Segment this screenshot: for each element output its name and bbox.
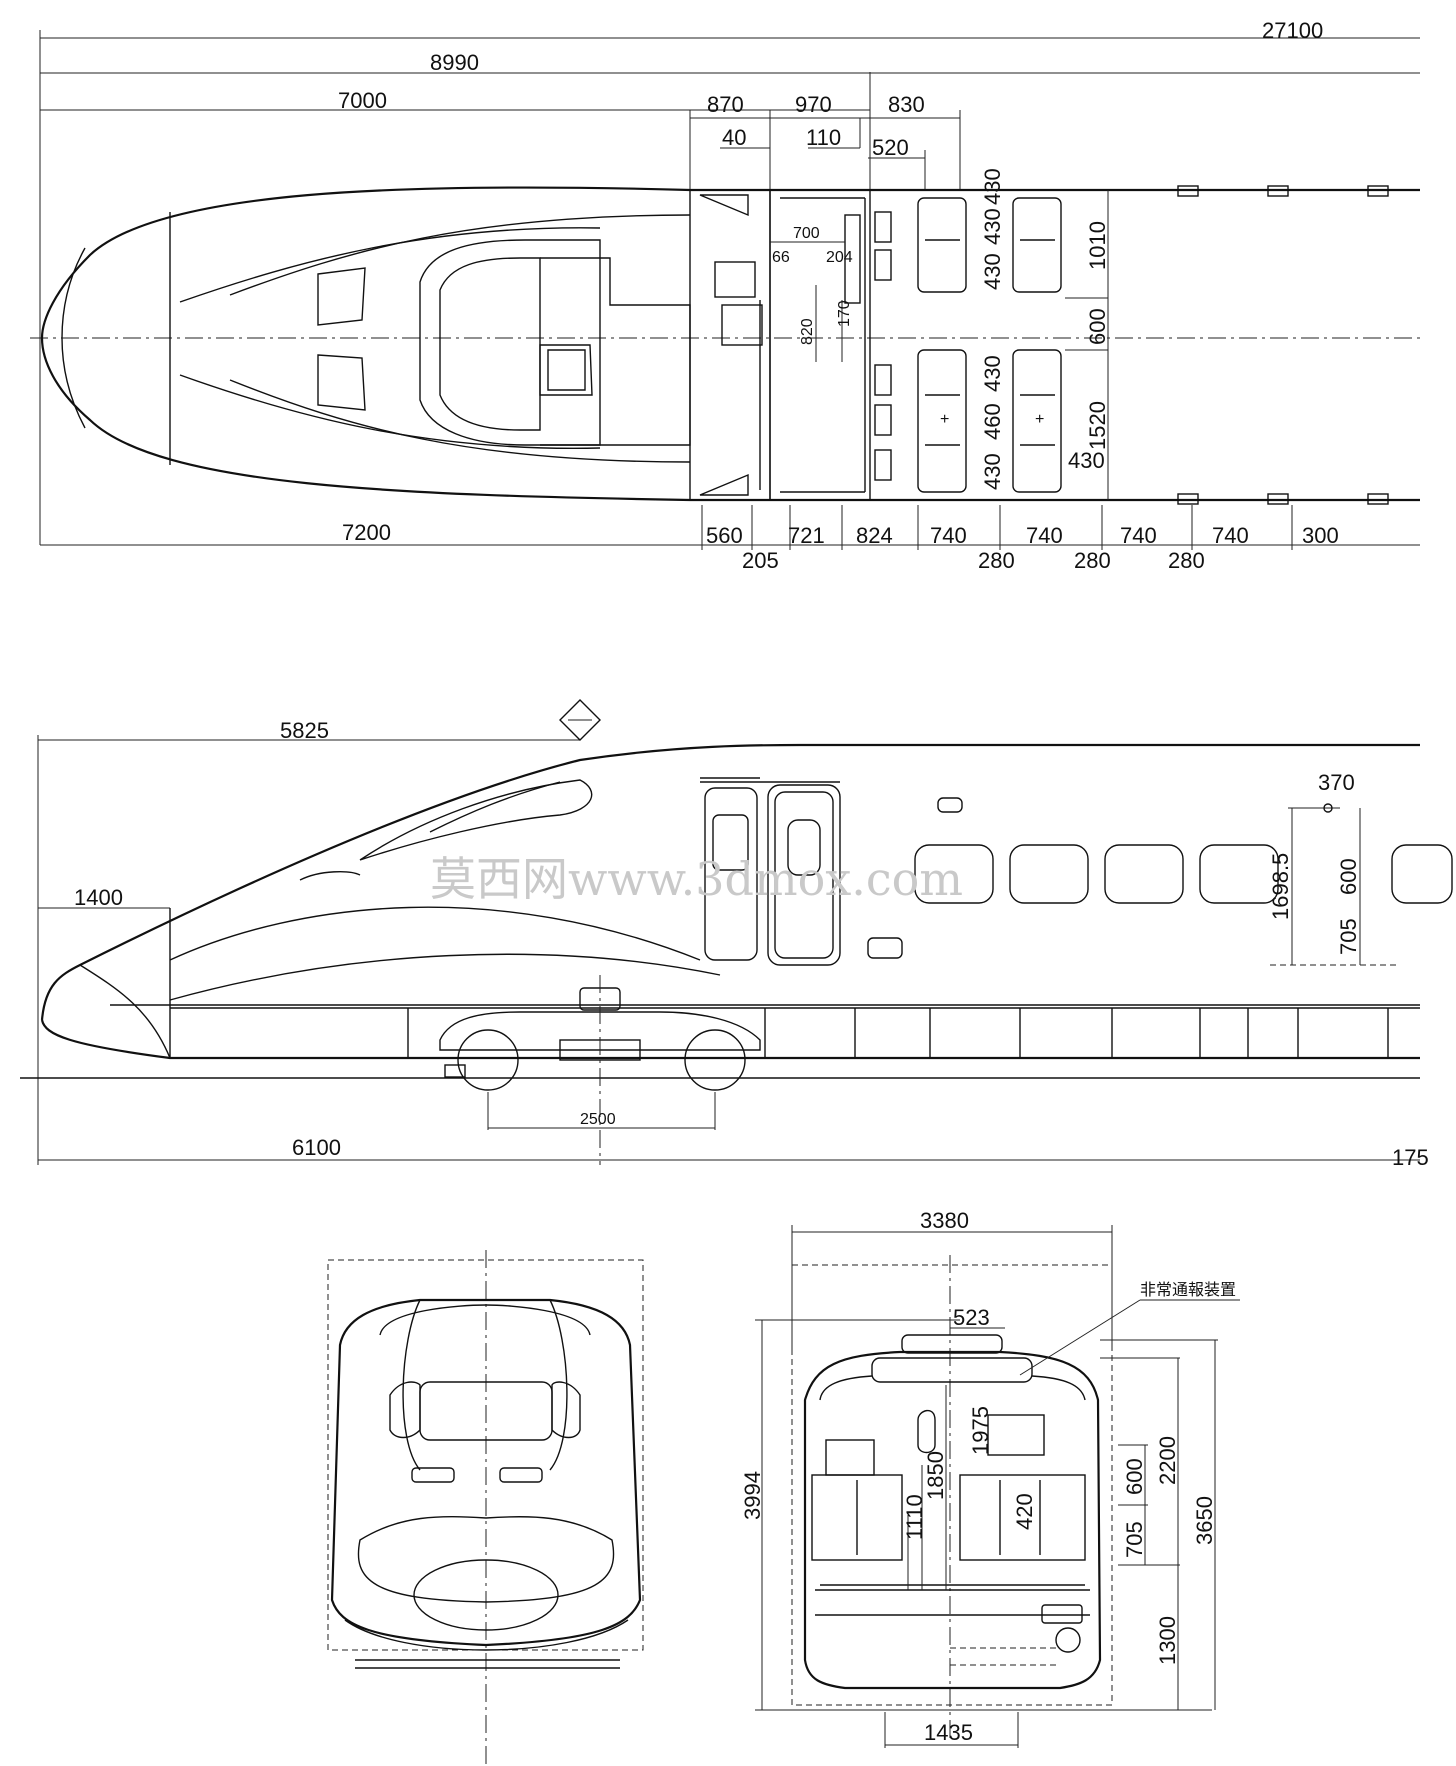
dim-830: 830	[888, 92, 925, 117]
dim-110: 110	[806, 125, 841, 150]
plan-view: 27100 8990 7000 870 970 830 40 110 520	[30, 18, 1420, 573]
dim-175: 175	[1392, 1145, 1429, 1170]
dim-1698-5: 1698.5	[1268, 853, 1293, 920]
wheel-front	[457, 1029, 519, 1091]
dim-280a: 280	[978, 548, 1015, 573]
watermark: 莫西网www.3dmox.com	[430, 852, 963, 906]
dim-740a: 740	[930, 523, 967, 548]
dim-1435: 1435	[924, 1720, 973, 1745]
dim-8990: 8990	[430, 50, 479, 75]
dim-740d: 740	[1212, 523, 1249, 548]
dim-600-section: 600	[1122, 1458, 1147, 1495]
dim-7200: 7200	[342, 520, 391, 545]
section-view: 3380 3994 523 1975 1850 1	[740, 1208, 1240, 1748]
dim-3650: 3650	[1192, 1496, 1217, 1545]
dim-40: 40	[722, 125, 746, 150]
dim-7000: 7000	[338, 88, 387, 113]
side-window-4	[1199, 844, 1279, 904]
svg-text:+: +	[940, 411, 949, 428]
dim-seat-430e: 430	[980, 453, 1005, 490]
dim-705-section: 705	[1122, 1521, 1147, 1558]
dim-600-side: 600	[1336, 858, 1361, 895]
wheel-rear	[684, 1029, 746, 1091]
dim-460: 460	[980, 403, 1005, 440]
side-window-1	[914, 844, 994, 904]
dim-523: 523	[953, 1305, 990, 1330]
seat-group-top	[874, 197, 1062, 293]
dim-560: 560	[706, 523, 743, 548]
dim-2500: 2500	[580, 1111, 616, 1128]
dim-seat-430f: 430	[1068, 448, 1105, 473]
dim-705-side: 705	[1336, 918, 1361, 955]
side-view: 5825 1400	[20, 699, 1453, 1170]
dim-280b: 280	[1074, 548, 1111, 573]
dim-2200: 2200	[1155, 1436, 1180, 1485]
dim-205: 205	[742, 548, 779, 573]
dim-824: 824	[856, 523, 893, 548]
headlight-right	[499, 1467, 543, 1483]
dim-970: 970	[795, 92, 832, 117]
dim-6100: 6100	[292, 1135, 341, 1160]
dim-700: 700	[793, 225, 820, 242]
dim-1850: 1850	[923, 1451, 948, 1500]
emergency-device-label: 非常通報装置	[1140, 1281, 1236, 1299]
dim-1400: 1400	[74, 885, 123, 910]
dim-300: 300	[1302, 523, 1339, 548]
dim-870: 870	[707, 92, 744, 117]
dim-740c: 740	[1120, 523, 1157, 548]
side-window-5	[1391, 844, 1453, 904]
dim-721: 721	[788, 523, 825, 548]
svg-text:+: +	[1035, 411, 1044, 428]
dim-seat-430c: 430	[980, 253, 1005, 290]
dim-66: 66	[772, 249, 790, 266]
dim-3380: 3380	[920, 1208, 969, 1233]
dim-1300: 1300	[1155, 1616, 1180, 1665]
dim-seat-430d: 430	[980, 355, 1005, 392]
dim-820: 820	[799, 318, 816, 345]
dim-1110: 1110	[902, 1494, 927, 1540]
dim-seat-430a: 430	[980, 208, 1005, 245]
dim-520: 520	[872, 135, 909, 160]
front-view	[327, 1250, 644, 1766]
dim-1975: 1975	[968, 1406, 993, 1455]
side-window-2	[1009, 844, 1089, 904]
driver-seat	[539, 344, 593, 396]
dim-280c: 280	[1168, 548, 1205, 573]
dim-seat-430b: 430	[980, 168, 1005, 205]
dim-3994: 3994	[740, 1471, 765, 1520]
dim-1010: 1010	[1085, 221, 1110, 270]
headlight-left	[411, 1467, 455, 1483]
dim-740b: 740	[1026, 523, 1063, 548]
dim-420: 420	[1012, 1493, 1037, 1530]
section-seat-right	[959, 1474, 1086, 1561]
dim-27100: 27100	[1262, 18, 1323, 43]
side-door-left	[704, 787, 758, 961]
cog-marker	[559, 699, 601, 741]
side-door-right	[767, 784, 841, 966]
dim-1520: 1520	[1085, 401, 1110, 450]
dim-370: 370	[1318, 770, 1355, 795]
dim-600: 600	[1085, 308, 1110, 345]
seat-group-bottom: + +	[874, 349, 1062, 493]
dim-5825: 5825	[280, 718, 329, 743]
dim-204: 204	[826, 249, 853, 266]
dim-170: 170	[836, 300, 853, 327]
side-window-3	[1104, 844, 1184, 904]
